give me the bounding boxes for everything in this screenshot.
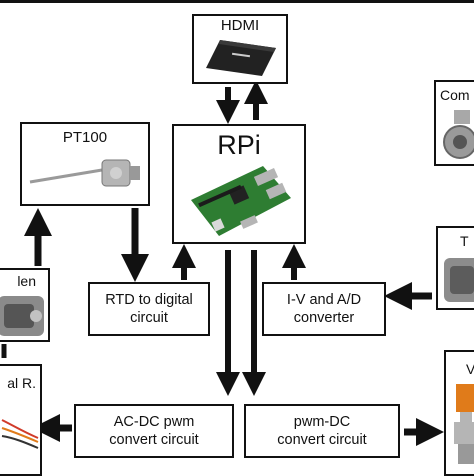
iv-converter-line2: converter — [293, 310, 355, 326]
right-mid-partial-label: T — [460, 233, 469, 249]
top-frame-edge — [0, 0, 474, 3]
right-bottom-node: V — [444, 350, 474, 476]
pt100-temperature-probe-icon — [29, 159, 140, 187]
hdmi-label: HDMI — [220, 17, 260, 34]
left-bottom-node: al R. — [0, 364, 42, 476]
left-sensor-device-icon — [0, 296, 44, 336]
left-sensor-partial-label: len — [17, 273, 36, 289]
acdc-pwm-node: AC-DC pwm convert circuit — [74, 404, 234, 458]
right-mid-node: T — [436, 226, 474, 310]
left-sensor-node: len — [0, 268, 50, 342]
pt100-node: PT100 — [20, 122, 150, 206]
iv-converter-node: I-V and A/D converter — [262, 282, 386, 336]
pwm-dc-node: pwm-DC convert circuit — [244, 404, 400, 458]
rtd-circuit-node: RTD to digital circuit — [88, 282, 210, 336]
raspberry-pi-board-icon — [191, 166, 291, 236]
left-bottom-wires-icon — [1, 419, 39, 449]
right-bottom-valve-icon — [454, 384, 474, 464]
rtd-circuit-line2: circuit — [130, 310, 168, 326]
iv-converter-line1: I-V and A/D — [286, 291, 362, 308]
right-top-node: Com — [434, 80, 474, 166]
rtd-circuit-line1: RTD to digital — [105, 291, 193, 308]
pt100-label: PT100 — [62, 129, 108, 146]
acdc-pwm-line1: AC-DC pwm — [113, 413, 195, 430]
pwm-dc-line1: pwm-DC — [293, 413, 351, 430]
rpi-label: RPi — [217, 130, 261, 160]
pwm-dc-line2: convert circuit — [277, 432, 367, 448]
hdmi-display-device-icon — [206, 40, 276, 76]
hdmi-node: HDMI — [192, 14, 288, 84]
right-top-partial-label: Com — [440, 87, 470, 103]
left-bottom-partial-label: al R. — [7, 375, 36, 391]
rpi-node: RPi — [172, 124, 306, 244]
right-mid-device-icon — [444, 258, 474, 302]
right-top-device-icon — [443, 110, 474, 159]
right-bottom-partial-label: V — [466, 361, 474, 377]
acdc-pwm-line2: convert circuit — [109, 432, 199, 448]
